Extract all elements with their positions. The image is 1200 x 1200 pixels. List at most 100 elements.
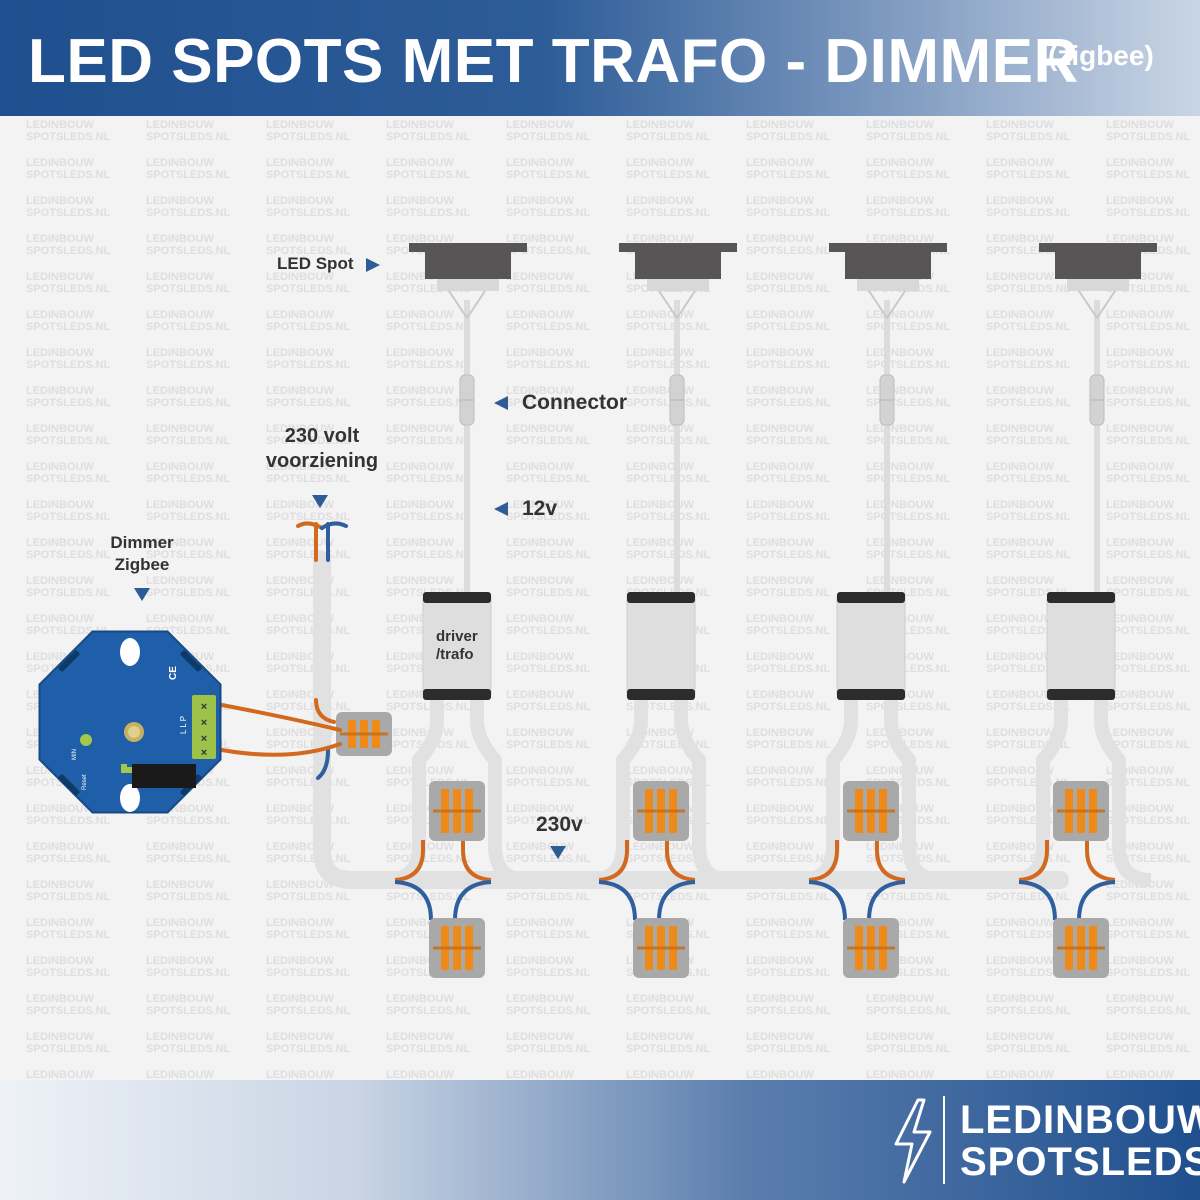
- watermark-text: LEDINBOUW: [386, 309, 454, 321]
- supply-wire-orange: [296, 521, 324, 530]
- watermark-text: LEDINBOUW: [746, 841, 814, 853]
- watermark-text: SPOTSLEDS.NL: [1106, 701, 1191, 713]
- watermark-text: SPOTSLEDS.NL: [746, 701, 831, 713]
- watermark-text: SPOTSLEDS.NL: [1106, 663, 1191, 675]
- watermark-text: LEDINBOUW: [986, 195, 1054, 207]
- watermark-text: LEDINBOUW: [266, 157, 334, 169]
- feed-cable-left: [386, 700, 444, 887]
- watermark-text: SPOTSLEDS.NL: [146, 321, 231, 333]
- driver-cap-top: [837, 592, 905, 603]
- orange-wire: [875, 840, 906, 882]
- spot-flange: [619, 243, 737, 252]
- watermark-text: SPOTSLEDS.NL: [146, 397, 231, 409]
- watermark-text: SPOTSLEDS.NL: [146, 891, 231, 903]
- watermark-text: LEDINBOUW: [746, 271, 814, 283]
- ce-marking: CE: [168, 666, 179, 680]
- spot-lens: [647, 279, 709, 291]
- watermark-text: LEDINBOUW: [986, 271, 1054, 283]
- watermark-text: SPOTSLEDS.NL: [386, 131, 471, 143]
- watermark-text: LEDINBOUW: [986, 727, 1054, 739]
- watermark-text: SPOTSLEDS.NL: [626, 359, 711, 371]
- blue-wire: [1018, 880, 1057, 921]
- mounting-slot: [58, 650, 80, 672]
- terminal-block: [192, 695, 216, 759]
- watermark-text: SPOTSLEDS.NL: [1106, 549, 1191, 561]
- watermark-text: SPOTSLEDS.NL: [506, 587, 591, 599]
- watermark-text: LEDINBOUW: [266, 309, 334, 321]
- watermark-text: LEDINBOUW: [866, 157, 934, 169]
- watermark-text: LEDINBOUW: [986, 613, 1054, 625]
- watermark-text: LEDINBOUW: [26, 119, 94, 131]
- terminal-screw: ×: [201, 747, 207, 759]
- orange-wire: [665, 840, 696, 882]
- led-spot-pointer-icon: [366, 258, 380, 272]
- watermark-text: SPOTSLEDS.NL: [146, 853, 231, 865]
- watermark-text: SPOTSLEDS.NL: [746, 967, 831, 979]
- supply-wire-neutral: [316, 748, 330, 780]
- watermark-text: LEDINBOUW: [146, 575, 214, 587]
- mounting-slot: [58, 774, 80, 796]
- watermark-text: SPOTSLEDS.NL: [146, 169, 231, 181]
- watermark-text: LEDINBOUW: [746, 347, 814, 359]
- watermark-text: SPOTSLEDS.NL: [746, 283, 831, 295]
- watermark-text: LEDINBOUW: [746, 309, 814, 321]
- driver-body: [626, 595, 696, 697]
- watermark-text: SPOTSLEDS.NL: [746, 625, 831, 637]
- watermark-text: LEDINBOUW: [26, 993, 94, 1005]
- reset-marking: Reset: [82, 774, 88, 790]
- watermark-text: SPOTSLEDS.NL: [506, 131, 591, 143]
- page-title: LED SPOTS MET TRAFO - DIMMER: [28, 27, 1079, 96]
- watermark-text: LEDINBOUW: [506, 423, 574, 435]
- watermark-text: SPOTSLEDS.NL: [266, 511, 351, 523]
- watermark-text: LEDINBOUW: [386, 1031, 454, 1043]
- mounting-slot: [180, 650, 202, 672]
- rotary-knob-center: [128, 726, 140, 738]
- watermark-text: LEDINBOUW: [986, 689, 1054, 701]
- watermark-text: LEDINBOUW: [986, 917, 1054, 929]
- watermark-text: LEDINBOUW: [146, 423, 214, 435]
- watermark-text: SPOTSLEDS.NL: [1106, 815, 1191, 827]
- watermark-text: LEDINBOUW: [386, 119, 454, 131]
- watermark-text: LEDINBOUW: [986, 157, 1054, 169]
- watermark-text: LEDINBOUW: [746, 727, 814, 739]
- watermark-text: SPOTSLEDS.NL: [146, 511, 231, 523]
- watermark-text: LEDINBOUW: [1106, 461, 1174, 473]
- watermark-text: LEDINBOUW: [26, 195, 94, 207]
- spot-body: [1055, 252, 1141, 279]
- lightning-bolt-icon: [894, 1098, 932, 1184]
- dimmer-wire-out: [220, 742, 342, 757]
- watermark-text: LEDINBOUW: [266, 879, 334, 891]
- watermark-text: SPOTSLEDS.NL: [986, 853, 1071, 865]
- watermark-text: SPOTSLEDS.NL: [1106, 625, 1191, 637]
- watermark-text: LEDINBOUW: [626, 157, 694, 169]
- watermark-text: LEDINBOUW: [146, 461, 214, 473]
- dimmer-chip: [132, 764, 196, 788]
- watermark-text: LEDINBOUW: [506, 993, 574, 1005]
- watermark-text: SPOTSLEDS.NL: [746, 435, 831, 447]
- watermark-text: SPOTSLEDS.NL: [26, 169, 111, 181]
- watermark-text: SPOTSLEDS.NL: [266, 397, 351, 409]
- watermark-text: SPOTSLEDS.NL: [266, 169, 351, 181]
- watermark-text: SPOTSLEDS.NL: [26, 131, 111, 143]
- watermark-text: LEDINBOUW: [506, 271, 574, 283]
- watermark-text: LEDINBOUW: [146, 1069, 214, 1081]
- mounting-hole: [120, 638, 140, 666]
- watermark-text: LEDINBOUW: [866, 841, 934, 853]
- watermark-text: LEDINBOUW: [986, 1031, 1054, 1043]
- watermark-text: SPOTSLEDS.NL: [506, 853, 591, 865]
- watermark-text: SPOTSLEDS.NL: [506, 511, 591, 523]
- feed-cable-right: [884, 700, 942, 887]
- watermark-text: LEDINBOUW: [626, 233, 694, 245]
- watermark-text: SPOTSLEDS.NL: [506, 891, 591, 903]
- blue-wire: [657, 880, 696, 921]
- watermark-text: LEDINBOUW: [626, 119, 694, 131]
- watermark-text: LEDINBOUW: [386, 461, 454, 473]
- watermark-text: LEDINBOUW: [1106, 917, 1174, 929]
- watermark-text: LEDINBOUW: [506, 537, 574, 549]
- spot-flange: [409, 243, 527, 252]
- watermark-text: LEDINBOUW: [26, 271, 94, 283]
- watermark-text: SPOTSLEDS.NL: [866, 739, 951, 751]
- led-spot-label: LED Spot: [277, 254, 354, 273]
- wago-connector-bottom: [429, 918, 485, 978]
